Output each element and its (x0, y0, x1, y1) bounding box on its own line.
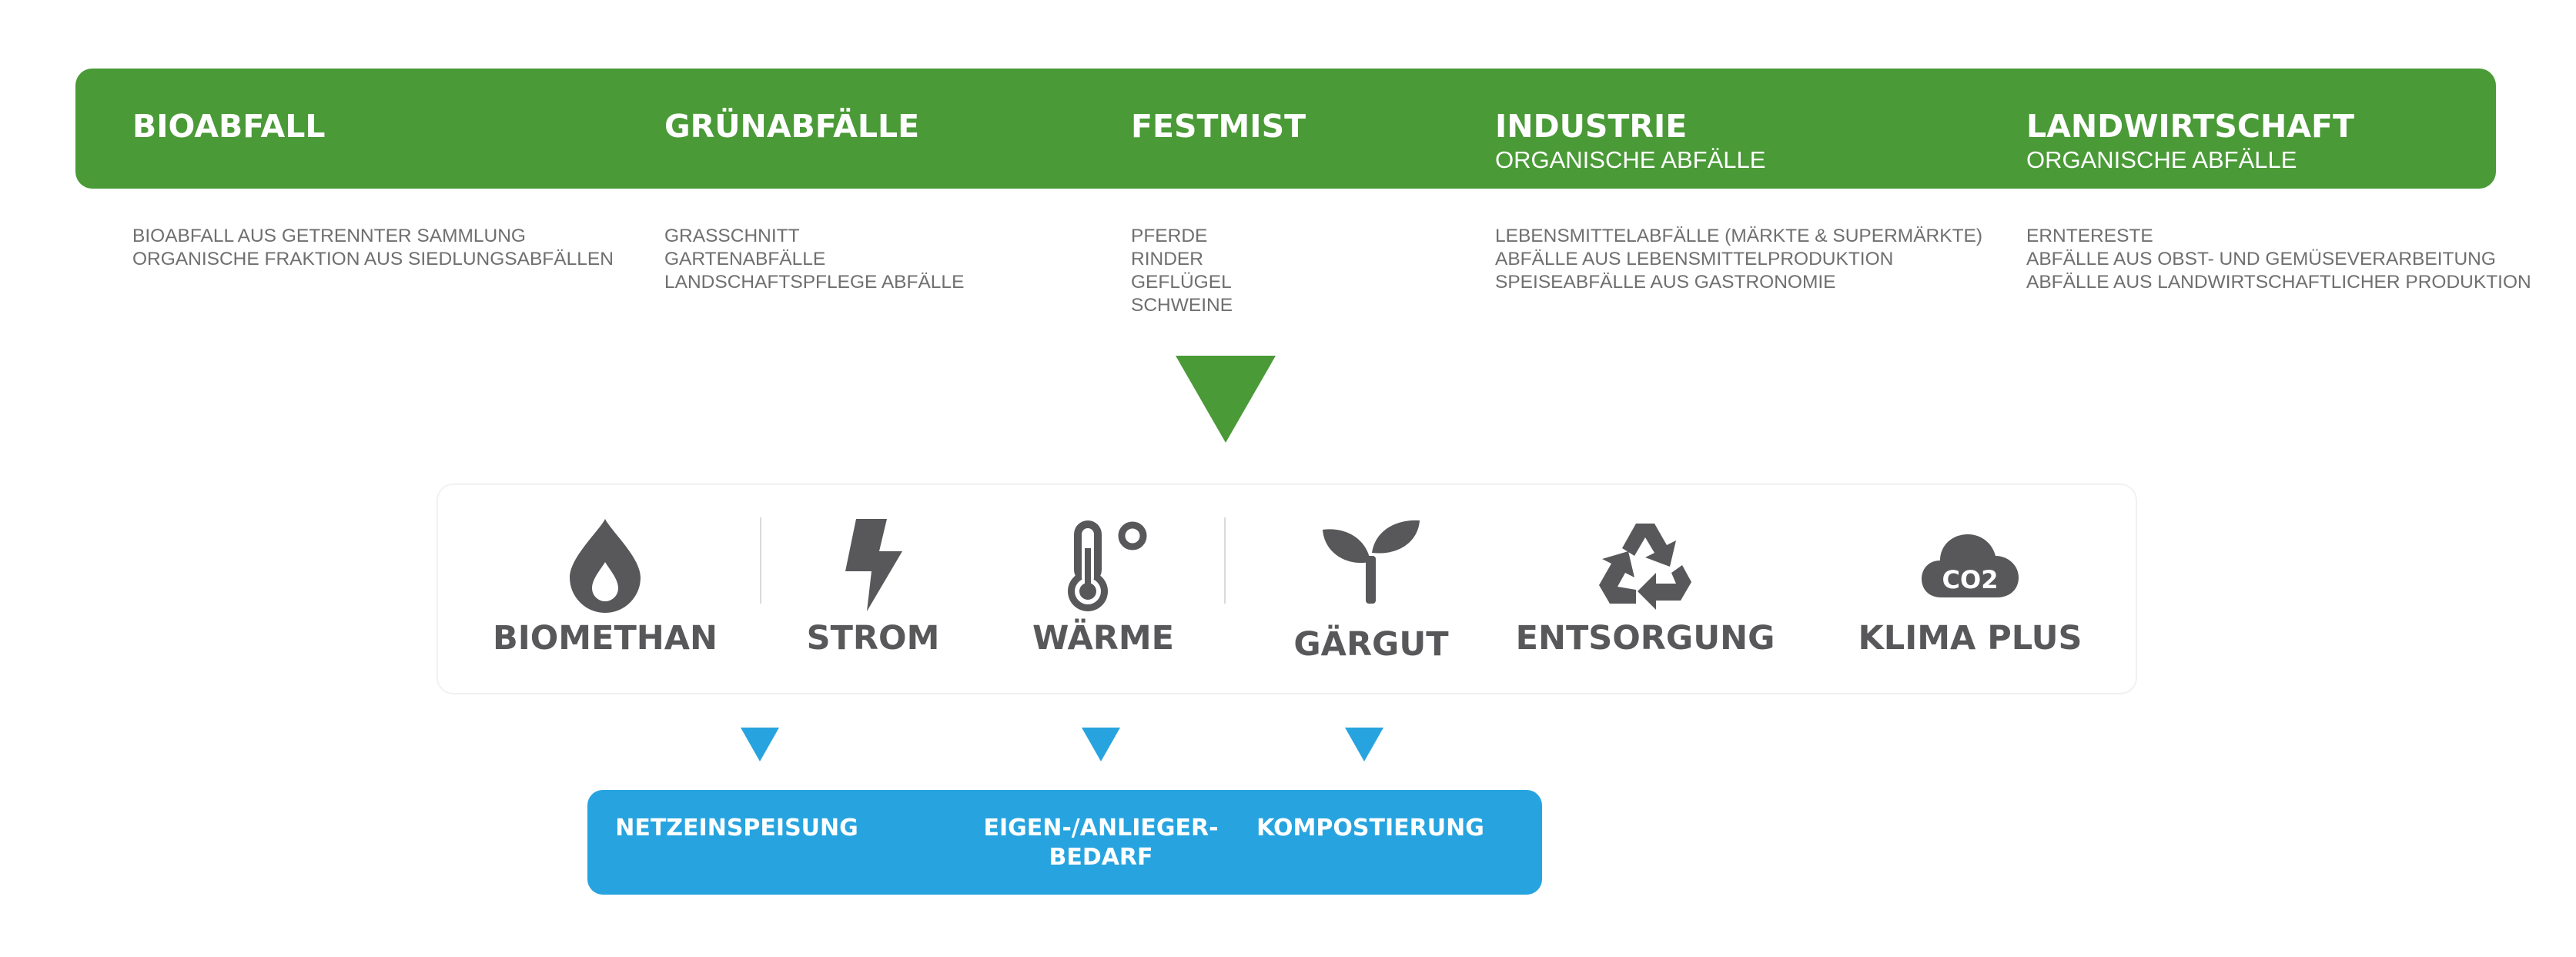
co2-text: CO2 (1942, 565, 1999, 594)
recycle-icon (1599, 524, 1691, 610)
thermometer-icon (1068, 520, 1147, 611)
list-item: ABFÄLLE AUS OBST- UND GEMÜSEVERARBEITUNG (2026, 249, 2496, 269)
category-header-landwirtschaft: LANDWIRTSCHAFT ORGANISCHE ABFÄLLE (2026, 108, 2354, 174)
list-item: ABFÄLLE AUS LANDWIRTSCHAFTLICHER PRODUKT… (2026, 272, 2531, 293)
output-label: STROM (806, 619, 940, 658)
category-title: INDUSTRIE (1495, 108, 1688, 145)
output-label: KLIMA PLUS (1858, 619, 2083, 658)
divider (1224, 517, 1226, 604)
lightning-bolt-icon (845, 519, 902, 611)
category-items-landwirtschaft: ERNTERESTE ABFÄLLE AUS OBST- UND GEMÜSEV… (2026, 225, 2531, 294)
usage-panel (587, 790, 1542, 895)
list-item: RINDER (1131, 249, 1203, 269)
use-eigen-anlieger-bedarf: EIGEN-/ANLIEGER- BEDARF (947, 814, 1255, 872)
output-entsorgung: ENTSORGUNG (1484, 517, 1807, 658)
output-label: GÄRGUT (1293, 625, 1449, 664)
down-arrow-icon (1176, 356, 1276, 443)
category-title: GRÜNABFÄLLE (664, 108, 920, 145)
output-label: WÄRME (1032, 619, 1175, 658)
output-label: BIOMETHAN (492, 619, 718, 658)
co2-cloud-icon: CO2 (1922, 534, 2019, 597)
divider (760, 517, 761, 604)
category-header-industrie: INDUSTRIE ORGANISCHE ABFÄLLE (1495, 108, 1765, 174)
down-arrow-icon (1345, 728, 1383, 761)
use-netzeinspeisung: NETZEINSPEISUNG (614, 814, 860, 843)
category-header-festmist: FESTMIST (1131, 108, 1306, 145)
down-arrow-icon (741, 728, 779, 761)
output-klima-plus: CO2 KLIMA PLUS (1808, 517, 2132, 658)
output-gaergut: GÄRGUT (1209, 517, 1533, 664)
list-item: ORGANISCHE FRAKTION AUS SIEDLUNGSABFÄLLE… (132, 249, 614, 269)
category-header-gruenabfaelle: GRÜNABFÄLLE (664, 108, 919, 145)
use-label: BEDARF (1049, 844, 1153, 871)
use-kompostierung: KOMPOSTIERUNG (1239, 814, 1501, 843)
category-items-industrie: LEBENSMITTELABFÄLLE (MÄRKTE & SUPERMÄRKT… (1495, 225, 1982, 294)
list-item: GEFLÜGEL (1131, 272, 1232, 293)
output-waerme: WÄRME (942, 517, 1265, 658)
sprout-icon (1323, 520, 1420, 604)
category-title: LANDWIRTSCHAFT (2026, 108, 2355, 145)
output-strom: STROM (711, 517, 1035, 658)
list-item: LEBENSMITTELABFÄLLE (MÄRKTE & SUPERMÄRKT… (1495, 226, 1983, 246)
list-item: BIOABFALL AUS GETRENNTER SAMMLUNG (132, 226, 526, 246)
list-item: PFERDE (1131, 226, 1208, 246)
category-items-gruenabfaelle: GRASSCHNITT GARTENABFÄLLE LANDSCHAFTSPFL… (664, 225, 964, 294)
use-label: KOMPOSTIERUNG (1256, 815, 1484, 842)
output-biomethan: BIOMETHAN (443, 517, 767, 658)
list-item: SCHWEINE (1131, 295, 1233, 316)
list-item: ABFÄLLE AUS LEBENSMITTELPRODUKTION (1495, 249, 1894, 269)
list-item: GARTENABFÄLLE (664, 249, 826, 269)
output-label: ENTSORGUNG (1515, 619, 1775, 658)
flame-drop-icon (570, 519, 641, 613)
category-title: BIOABFALL (132, 108, 326, 145)
category-items-festmist: PFERDE RINDER GEFLÜGEL SCHWEINE (1131, 225, 1233, 317)
list-item: GRASSCHNITT (664, 226, 800, 246)
list-item: ERNTERESTE (2026, 226, 2153, 246)
category-title: FESTMIST (1131, 108, 1306, 145)
list-item: SPEISEABFÄLLE AUS GASTRONOMIE (1495, 272, 1836, 293)
down-arrow-icon (1082, 728, 1120, 761)
category-subtitle: ORGANISCHE ABFÄLLE (2026, 146, 2297, 173)
input-category-bar (75, 69, 2496, 189)
category-items-bioabfall: BIOABFALL AUS GETRENNTER SAMMLUNG ORGANI… (132, 225, 614, 271)
use-label: NETZEINSPEISUNG (615, 815, 858, 842)
use-label: EIGEN-/ANLIEGER- (983, 815, 1219, 842)
outputs-panel (437, 484, 2137, 694)
list-item: LANDSCHAFTSPFLEGE ABFÄLLE (664, 272, 965, 293)
category-subtitle: ORGANISCHE ABFÄLLE (1495, 146, 1766, 173)
category-header-bioabfall: BIOABFALL (132, 108, 326, 145)
